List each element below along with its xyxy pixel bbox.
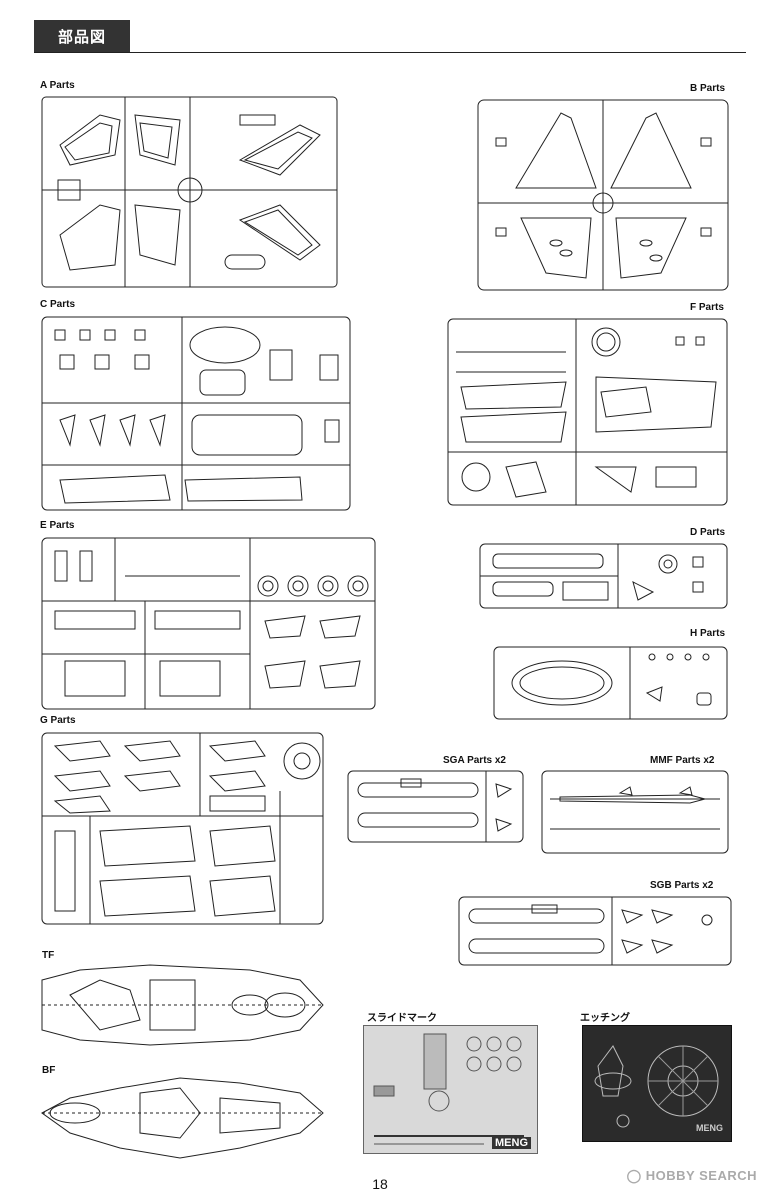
- etching-brand-logo: MENG: [696, 1123, 723, 1133]
- c-parts-sprue: [40, 315, 352, 512]
- tf-part: [40, 960, 325, 1052]
- d-parts-label: D Parts: [690, 527, 726, 538]
- h-parts-label: H Parts: [690, 628, 726, 639]
- sga-parts-label: SGA Parts x2: [443, 755, 506, 766]
- page-number: 18: [372, 1176, 388, 1192]
- f-parts-label: F Parts: [690, 302, 724, 313]
- etching-sheet: MENG: [582, 1025, 732, 1142]
- g-parts-label: G Parts: [40, 715, 76, 726]
- section-title: 部品図: [34, 20, 130, 52]
- mmf-parts-sprue: [540, 769, 730, 855]
- b-parts-label: B Parts: [690, 83, 726, 94]
- sga-parts-sprue: [346, 769, 525, 844]
- c-parts-label: C Parts: [40, 299, 76, 310]
- header-rule: [34, 52, 746, 53]
- sgb-parts-sprue: [457, 895, 733, 967]
- watermark-text: HOBBY SEARCH: [645, 1168, 757, 1183]
- decal-sheet: MENG: [363, 1025, 538, 1154]
- decals-label: スライドマーク: [367, 1013, 437, 1024]
- a-parts-sprue: [40, 95, 340, 290]
- a-parts-label: A Parts: [40, 80, 75, 91]
- mmf-parts-label: MMF Parts x2: [650, 755, 715, 766]
- watermark-logo-icon: ◯: [626, 1168, 646, 1183]
- g-parts-sprue: [40, 731, 325, 926]
- hobby-search-watermark: ◯ HOBBY SEARCH: [627, 1168, 757, 1184]
- decal-brand-logo: MENG: [492, 1137, 531, 1149]
- bf-label: BF: [42, 1065, 56, 1076]
- etching-label: エッチング: [580, 1013, 630, 1024]
- d-parts-sprue: [478, 542, 729, 610]
- h-parts-sprue: [492, 645, 729, 721]
- f-parts-sprue: [446, 317, 729, 507]
- e-parts-label: E Parts: [40, 520, 75, 531]
- bf-part: [40, 1073, 325, 1163]
- sgb-parts-label: SGB Parts x2: [650, 880, 714, 891]
- tf-label: TF: [42, 950, 55, 961]
- e-parts-sprue: [40, 536, 377, 711]
- b-parts-sprue: [476, 98, 731, 293]
